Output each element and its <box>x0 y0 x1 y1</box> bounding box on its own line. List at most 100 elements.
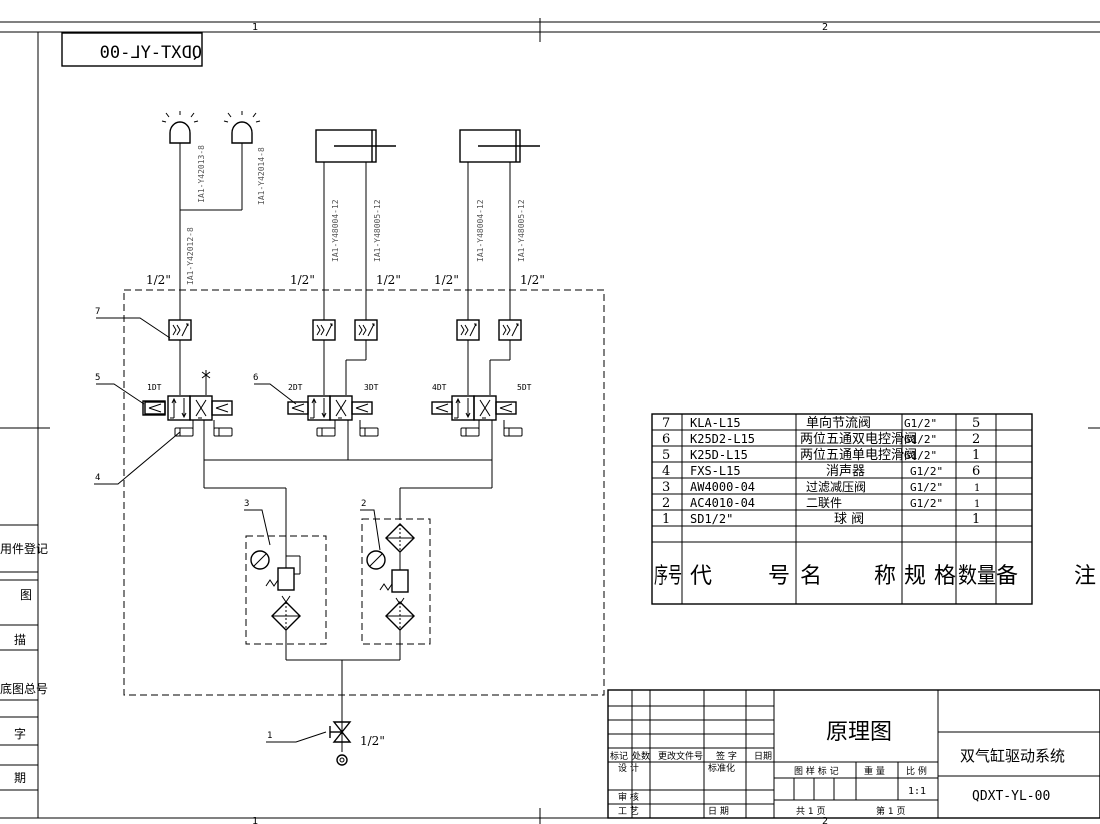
air-distribution-header <box>203 420 493 535</box>
cylinder-2-icon <box>459 129 540 163</box>
bom-row-6-code: K25D2-L15 <box>690 432 755 446</box>
bom-row-3-qty: 1 <box>974 483 980 494</box>
bom-row-5-name: 两位五通单电控滑阀 <box>800 448 917 463</box>
port-size-label-5: 1/2" <box>520 273 545 287</box>
bom-row-2: 2 AC4010-04 二联件 G1/2" 1 <box>662 496 980 511</box>
bom-row-6-qty: 2 <box>972 432 980 447</box>
drawing-title: 原理图 <box>826 720 892 745</box>
bom-row-1-code: SD1/2" <box>690 512 733 526</box>
zone-label-bottom-2: 2 <box>822 816 828 824</box>
strip-label-sign: 字 <box>14 726 26 741</box>
solenoid-coil-2-icon <box>287 401 309 415</box>
bom-header-spec: 规 格 <box>904 564 956 589</box>
wire-label-lamp1-a: IA1-Y42013-8 <box>197 145 206 203</box>
solenoid-valve-3 <box>431 395 517 421</box>
bom-row-6-name: 两位五通双电控滑阀 <box>800 432 917 447</box>
bom-row-1: 1 SD1/2" 球 阀 1 <box>662 512 980 527</box>
label-standardization: 标准化 <box>708 762 735 774</box>
bom-row-7-no: 7 <box>662 416 670 431</box>
title-block: 标记 处数 更改文件号 签 字 日期 设 计 标准化 审 核 工 艺 日 期 原… <box>607 689 1100 819</box>
bom-row-5-spec: G1/2" <box>904 449 937 462</box>
flow-control-valve-1-icon <box>168 319 192 341</box>
bom-header-note: 备 注 <box>996 564 1096 589</box>
pressure-gauge-2-icon <box>366 550 386 570</box>
bom-row-4: 4 FXS-L15 消声器 G1/2" 6 <box>662 464 980 479</box>
bom-row-7-qty: 5 <box>972 416 980 431</box>
bom-row-2-qty: 1 <box>974 499 980 510</box>
directional-valve-2-icon <box>307 395 353 421</box>
port-size-label-2: 1/2" <box>290 273 315 287</box>
solenoid-label-3dt: 3DT <box>364 383 379 392</box>
wire-label-cyl2-a: IA1-Y48004-12 <box>476 199 485 262</box>
callout-5: 5 <box>95 373 100 383</box>
callout-7: 7 <box>95 307 100 317</box>
solenoid-coil-1-icon <box>144 401 166 415</box>
label-review: 审 核 <box>618 791 639 803</box>
muffler-5-icon <box>460 427 480 437</box>
callout-3: 3 <box>244 499 249 509</box>
directional-valve-3-icon <box>451 395 497 421</box>
flow-control-valve-4-icon <box>456 319 480 341</box>
bom-row-1-qty: 1 <box>972 512 980 527</box>
solenoid-valve-2 <box>287 395 373 421</box>
rev-label-date: 日期 <box>754 751 772 762</box>
wire-label-lamp2: IA1-Y42014-8 <box>257 147 266 205</box>
bom-row-1-no: 1 <box>662 512 670 527</box>
zone-label-top-2: 2 <box>822 22 828 33</box>
callout-2: 2 <box>361 499 366 509</box>
port-size-label-inlet: 1/2" <box>360 734 385 748</box>
solenoid-label-5dt: 5DT <box>517 383 532 392</box>
bom-header-no: 序号 <box>654 564 682 589</box>
muffler-2-icon <box>213 427 233 437</box>
bom-row-4-spec: G1/2" <box>910 465 943 478</box>
bom-row-6: 6 K25D2-L15 两位五通双电控滑阀 G1/2" 2 <box>662 432 980 447</box>
mirrored-code-text: QDXT-YL-00 <box>100 43 202 63</box>
zone-label-top-1: 1 <box>252 22 258 33</box>
bom-row-7-code: KLA-L15 <box>690 416 741 430</box>
ball-valve-icon <box>329 721 352 766</box>
inlet-line <box>286 659 400 752</box>
bom-header-qty: 数量 <box>958 564 996 589</box>
wire-label-lamp1-b: IA1-Y42012-8 <box>186 227 195 285</box>
solenoid-label-2dt: 2DT <box>288 383 303 392</box>
directional-valve-1-icon <box>167 395 213 421</box>
pneumatic-schematic: IA1-Y42013-8 IA1-Y42012-8 IA1-Y42014-8 I… <box>94 110 605 766</box>
bom-row-2-no: 2 <box>662 496 670 511</box>
solenoid-coil-3-icon <box>351 401 373 415</box>
callout-6: 6 <box>253 373 258 383</box>
port-size-label-4: 1/2" <box>434 273 459 287</box>
label-stage-mark: 图 样 标 记 <box>794 765 839 777</box>
strip-label-drawing: 图 <box>20 588 32 602</box>
muffler-3-icon <box>316 427 336 437</box>
label-scale: 比 例 <box>906 765 927 777</box>
port-size-label-1: 1/2" <box>146 273 171 287</box>
strip-label-register: 用件登记 <box>0 541 48 556</box>
bom-row-3-name: 过滤减压阀 <box>806 480 866 494</box>
drawing-code: QDXT-YL-00 <box>972 789 1050 804</box>
cylinder-1-icon <box>315 129 396 163</box>
wire-label-cyl1-b: IA1-Y48005-12 <box>373 199 382 262</box>
bom-row-3-spec: G1/2" <box>910 481 943 494</box>
left-record-strip: 用件登记 图 描 底图总号 字 期 <box>0 524 48 791</box>
bom-row-2-name: 二联件 <box>806 496 842 510</box>
flow-control-valve-3-icon <box>354 319 378 341</box>
solenoid-label-4dt: 4DT <box>432 383 447 392</box>
lubricator-icon <box>385 523 415 553</box>
label-date: 日 期 <box>708 806 729 817</box>
filter-regulator-unit <box>245 535 327 660</box>
bom-row-4-qty: 6 <box>972 464 980 479</box>
pressure-gauge-1-icon <box>250 550 270 570</box>
label-process: 工 艺 <box>618 806 639 817</box>
bom-row-7-spec: G1/2" <box>904 417 937 430</box>
bom-row-2-spec: G1/2" <box>910 497 943 510</box>
valve-manifold-boundary <box>123 289 605 696</box>
bom-row-5-no: 5 <box>662 448 670 463</box>
label-sheet-number: 第 1 页 <box>876 805 905 817</box>
muffler-4-icon <box>359 427 379 437</box>
label-design: 设 计 <box>618 762 639 774</box>
label-weight: 重 量 <box>864 765 885 777</box>
callout-4: 4 <box>95 473 100 483</box>
indicator-lamp-1-icon <box>161 110 199 144</box>
wire-label-cyl1-a: IA1-Y48004-12 <box>331 199 340 262</box>
